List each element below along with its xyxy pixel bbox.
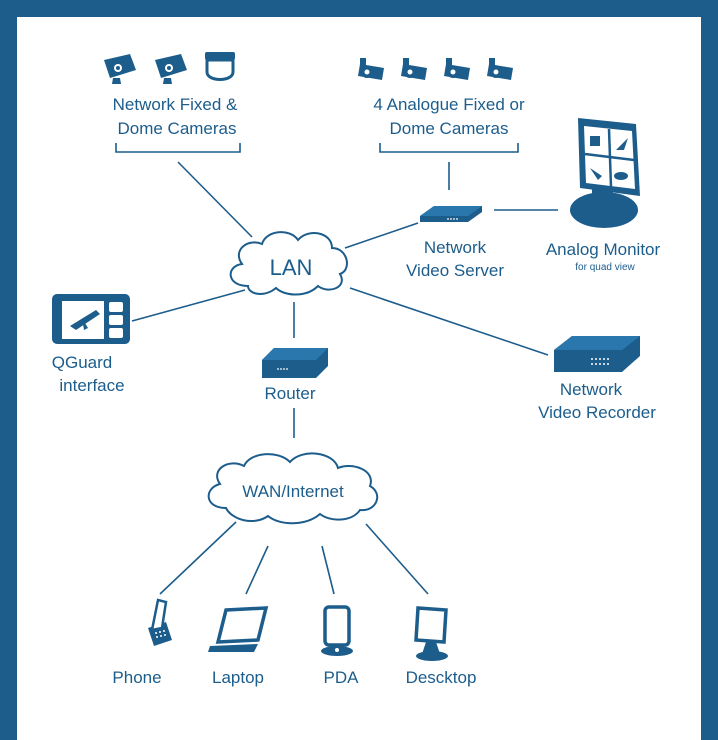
pda-label: PDA: [324, 668, 360, 687]
network-cameras-bracket: [115, 143, 241, 153]
qguard-icon: [52, 294, 130, 344]
line-wan-pda: [321, 545, 335, 595]
qguard-node: QGuard interface: [52, 294, 130, 395]
wan-label: WAN/Internet: [242, 482, 344, 501]
line-wan-desktop: [365, 523, 429, 595]
desktop-icon: [414, 606, 448, 661]
video-server-label-2: Video Server: [406, 261, 504, 280]
wan-cloud: WAN/Internet: [207, 452, 379, 525]
video-server-icon: [420, 206, 482, 222]
monitor-subtitle: for quad view: [575, 262, 635, 273]
network-cameras-label-1: Network Fixed &: [113, 95, 238, 114]
phone-icon: [148, 598, 172, 646]
cloud-icon: [207, 452, 379, 525]
line-wan-laptop: [245, 545, 269, 595]
recorder-node: Network Video Recorder: [538, 336, 656, 422]
video-server-node: Network Video Server: [406, 206, 504, 280]
monitor-title: Analog Monitor: [546, 240, 661, 259]
dome-camera-icon: [205, 52, 235, 81]
router-icon: [262, 348, 328, 378]
desktop-node: Descktop: [406, 606, 477, 687]
analogue-cameras-bracket: [379, 143, 519, 153]
laptop-node: Laptop: [208, 606, 269, 687]
video-server-label-1: Network: [424, 238, 487, 257]
analogue-camera-icon: [401, 58, 427, 80]
laptop-label: Laptop: [212, 668, 264, 687]
analogue-cameras-label-1: 4 Analogue Fixed or: [373, 95, 525, 114]
phone-node: Phone: [112, 598, 172, 687]
recorder-label-2: Video Recorder: [538, 403, 656, 422]
pda-icon: [321, 605, 353, 656]
analogue-camera-icon: [444, 58, 470, 80]
network-camera-icon: [104, 54, 136, 84]
desktop-label: Descktop: [406, 668, 477, 687]
recorder-icon: [554, 336, 640, 372]
analogue-camera-icon: [358, 58, 384, 80]
network-camera-icon: [155, 54, 187, 84]
line-cameras-lan: [177, 161, 253, 238]
router-label: Router: [264, 384, 315, 403]
lan-cloud: LAN: [229, 231, 348, 296]
monitor-icon: [570, 118, 640, 228]
network-cameras-group: Network Fixed & Dome Cameras: [104, 52, 238, 138]
line-wan-phone: [159, 521, 237, 595]
qguard-label-1: QGuard: [52, 353, 112, 372]
analogue-cameras-label-2: Dome Cameras: [389, 119, 508, 138]
phone-label: Phone: [112, 668, 161, 687]
pda-node: PDA: [321, 605, 360, 687]
cloud-icon: [229, 231, 348, 296]
analogue-cameras-group: 4 Analogue Fixed or Dome Cameras: [358, 58, 525, 138]
lan-label: LAN: [270, 255, 313, 280]
line-lan-recorder: [349, 287, 549, 356]
line-lan-qguard: [131, 289, 246, 322]
router-node: Router: [262, 348, 328, 403]
analog-monitor-node: Analog Monitor for quad view: [546, 118, 661, 273]
laptop-icon: [208, 606, 269, 652]
recorder-label-1: Network: [560, 380, 623, 399]
analogue-camera-icon: [487, 58, 513, 80]
connection-lines: [115, 143, 558, 595]
qguard-label-2: interface: [59, 376, 124, 395]
line-lan-server: [344, 222, 419, 249]
network-cameras-label-2: Dome Cameras: [117, 119, 236, 138]
